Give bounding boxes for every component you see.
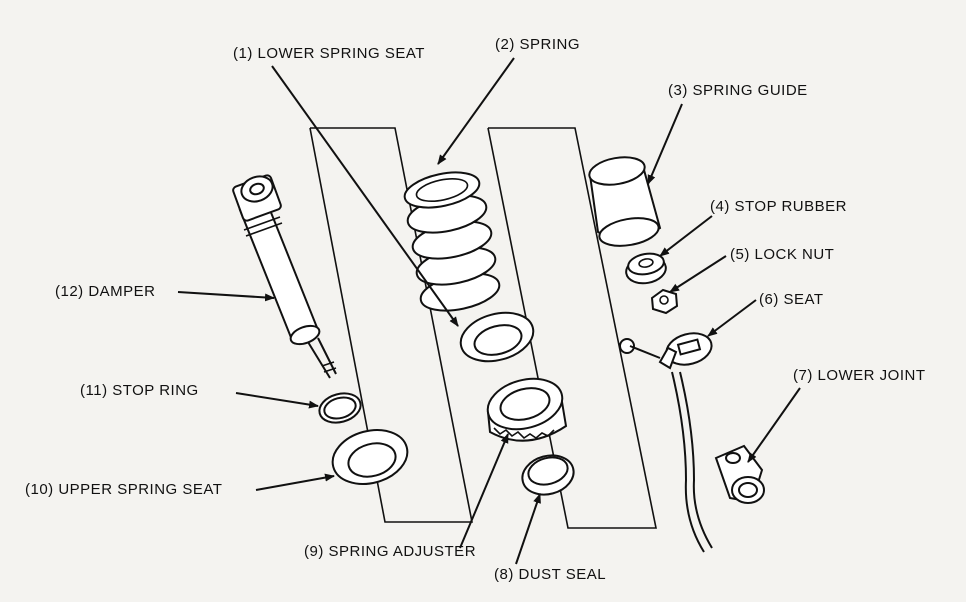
label-spring-adjuster: (9) SPRING ADJUSTER (304, 543, 477, 560)
damper-part (232, 174, 337, 379)
dust-seal-part (521, 454, 575, 496)
label-stop-rubber: (4) STOP RUBBER (710, 198, 847, 215)
label-seat: (6) SEAT (759, 291, 824, 308)
label-lock-nut: (5) LOCK NUT (730, 246, 835, 263)
seat-part (619, 332, 713, 553)
leader-lines (177, 57, 801, 565)
lock-nut-part (650, 288, 679, 315)
label-upper-spring-seat: (10) UPPER SPRING SEAT (25, 481, 223, 498)
label-dust-seal: (8) DUST SEAL (494, 566, 607, 583)
label-stop-ring: (11) STOP RING (80, 382, 199, 399)
lower-joint-part (714, 444, 765, 504)
label-spring: (2) SPRING (495, 36, 581, 53)
spring-guide-part (588, 156, 662, 247)
stop-rubber-part (625, 252, 667, 285)
label-damper: (12) DAMPER (55, 283, 156, 300)
label-lower-joint: (7) LOWER JOINT (793, 367, 926, 384)
lower-spring-seat-part (459, 311, 535, 363)
stop-ring-part (318, 392, 362, 424)
label-spring-guide: (3) SPRING GUIDE (668, 82, 808, 99)
spring-adjuster-part (486, 377, 568, 442)
label-lower-spring-seat: (1) LOWER SPRING SEAT (233, 45, 425, 62)
upper-spring-seat-part (331, 429, 409, 485)
spring-part (403, 171, 501, 312)
